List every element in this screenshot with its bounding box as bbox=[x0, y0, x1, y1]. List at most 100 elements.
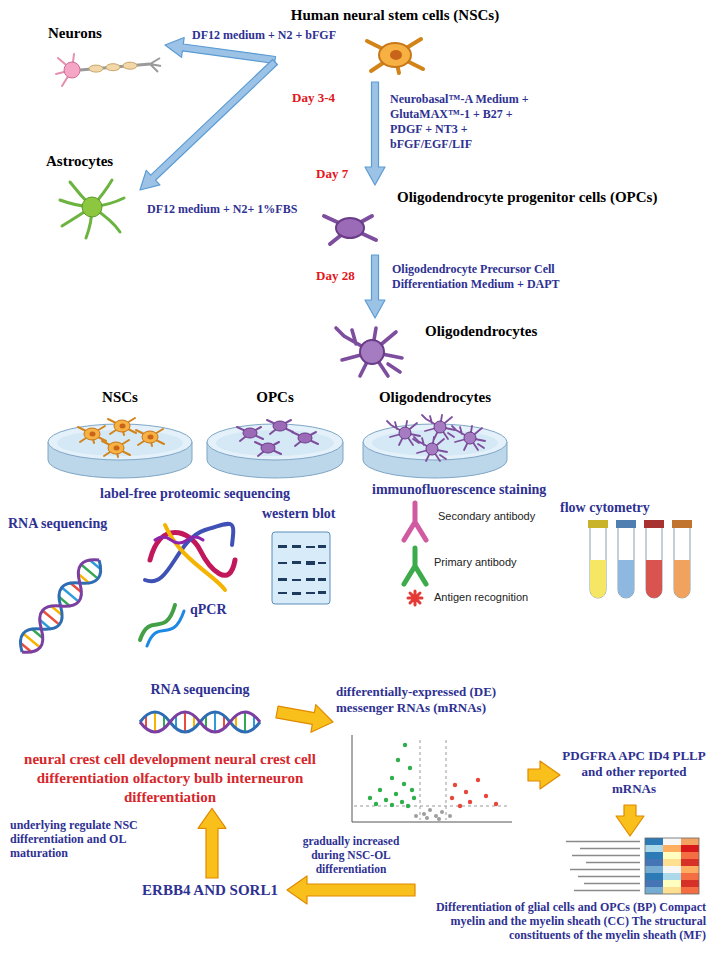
dna-helix-part-part bbox=[184, 712, 186, 732]
petri-dish-part bbox=[136, 429, 164, 446]
petri-dish bbox=[48, 418, 192, 478]
enrichment-node: Differentiation of glial cells and OPCs … bbox=[415, 836, 708, 958]
volcano-plot-part-part bbox=[458, 804, 462, 808]
heatmap-part bbox=[645, 880, 663, 887]
volcano-plot-part-part bbox=[434, 814, 438, 818]
volcano-plot-part-part bbox=[394, 792, 398, 796]
dish-node: Oligodendrocytes bbox=[355, 388, 517, 478]
flow-arrow bbox=[276, 705, 333, 733]
edge-label: Neurobasal™-A Medium + GlutaMAX™-1 + B27… bbox=[390, 92, 540, 152]
volcano-plot-part-part bbox=[437, 817, 441, 821]
method-label: label-free proteomic sequencing bbox=[100, 486, 290, 503]
heatmap-part bbox=[663, 887, 681, 894]
antibody-diagram-part bbox=[404, 548, 426, 584]
gene-node: PDGFRA APC ID4 PLLP and other reported m… bbox=[560, 745, 708, 805]
dna-helix-part bbox=[14, 553, 108, 659]
heatmap-part bbox=[645, 845, 663, 852]
volcano-plot-part-part bbox=[378, 788, 382, 792]
dish-node: NSCs bbox=[45, 388, 197, 478]
result-node: differentially-expressed (DE) messenger … bbox=[333, 682, 528, 832]
flow-tubes bbox=[588, 520, 692, 598]
volcano-plot-part-part bbox=[403, 743, 407, 747]
heatmap-part-part bbox=[584, 883, 640, 885]
flow-arrow bbox=[140, 60, 277, 191]
node-label: Differentiation of glial cells and OPCs … bbox=[417, 900, 706, 942]
petri-dish-part bbox=[422, 415, 455, 439]
dna-helix bbox=[14, 553, 108, 659]
flow-tubes-part bbox=[674, 528, 690, 598]
node-label: Oligodendrocytes bbox=[355, 388, 515, 406]
heatmap-part bbox=[566, 842, 640, 891]
volcano-plot-part-part bbox=[440, 810, 444, 814]
node-label: neural crest cell development neural cre… bbox=[10, 750, 330, 806]
heatmap-part-part bbox=[574, 890, 640, 892]
heatmap-part-part bbox=[570, 869, 640, 871]
heatmap-part bbox=[663, 838, 681, 845]
heatmap-part bbox=[663, 859, 681, 866]
flow-arrow bbox=[198, 808, 226, 878]
western-blot-membrane-part-part bbox=[278, 545, 287, 548]
petri-dish-part bbox=[57, 430, 183, 456]
dna-helix-part-part bbox=[244, 712, 246, 732]
petri-dish-part bbox=[292, 432, 318, 446]
petri-dish-part bbox=[216, 430, 334, 456]
node-label: Astrocytes bbox=[46, 152, 113, 170]
method-label: western blot bbox=[262, 506, 336, 523]
method-label: RNA sequencing bbox=[8, 516, 107, 533]
oligodendrocyte-icon bbox=[336, 328, 402, 376]
heatmap-part bbox=[645, 859, 663, 866]
volcano-plot-part-part bbox=[412, 796, 416, 800]
opc-node: Oligodendrocyte progenitor cells (OPCs) bbox=[315, 185, 690, 255]
neuron-icon-part bbox=[106, 64, 120, 71]
flow-tubes-part bbox=[588, 520, 608, 528]
western-blot-membrane-part-part bbox=[318, 578, 326, 581]
volcano-plot-part-part bbox=[368, 796, 372, 800]
heatmap bbox=[566, 838, 699, 894]
volcano-plot-part bbox=[352, 735, 353, 822]
neuron-node: Neurons bbox=[40, 22, 165, 95]
volcano-plot bbox=[352, 735, 512, 822]
volcano-plot-part-part bbox=[484, 794, 488, 798]
edge-label: Oligodendrocyte Precursor Cell Different… bbox=[392, 262, 607, 292]
protein-structure bbox=[145, 524, 235, 590]
western-blot-membrane-part-part bbox=[292, 545, 301, 548]
neuron-icon bbox=[56, 54, 161, 86]
western-blot-membrane-part bbox=[272, 532, 330, 604]
qpcr-strand bbox=[140, 605, 184, 646]
petri-dish-part bbox=[255, 442, 281, 456]
petri-dish-part bbox=[414, 437, 447, 461]
petri-dish bbox=[207, 420, 343, 478]
stem-cell-icon bbox=[367, 39, 423, 73]
volcano-plot-part bbox=[414, 808, 452, 821]
flow-tubes-part bbox=[674, 560, 690, 598]
flow-tubes-part bbox=[590, 528, 606, 598]
petri-dish-part bbox=[102, 440, 130, 457]
volcano-plot-part-part bbox=[408, 766, 412, 770]
method-label: immunofluorescence staining bbox=[372, 482, 546, 499]
heatmap-part bbox=[645, 866, 663, 873]
flow-tubes-part bbox=[616, 520, 636, 528]
heatmap-part bbox=[681, 838, 699, 845]
western-blot-membrane-part-part bbox=[306, 546, 315, 548]
go-term-node: neural crest cell development neural cre… bbox=[8, 748, 332, 808]
antibody-diagram-part bbox=[404, 503, 426, 540]
day-label: Day 28 bbox=[316, 268, 355, 284]
petri-dish-part bbox=[267, 420, 293, 434]
volcano-plot-part-part bbox=[402, 782, 406, 786]
petri-dish-part bbox=[108, 418, 136, 435]
dna-helix-part bbox=[140, 712, 260, 732]
flow-tubes-part bbox=[618, 560, 634, 598]
volcano-plot-part-part bbox=[406, 804, 410, 808]
western-blot-membrane-part-part bbox=[306, 592, 315, 594]
volcano-plot-part bbox=[352, 822, 512, 823]
astrocyte-icon bbox=[60, 180, 124, 238]
volcano-plot-part-part bbox=[374, 802, 378, 806]
neuron-icon-part bbox=[123, 62, 137, 69]
node-label: PDGFRA APC ID4 PLLP and other reported m… bbox=[562, 748, 706, 797]
astrocyte-icon-part bbox=[60, 180, 124, 238]
heatmap-part bbox=[681, 859, 699, 866]
volcano-plot-part-part bbox=[476, 778, 480, 782]
